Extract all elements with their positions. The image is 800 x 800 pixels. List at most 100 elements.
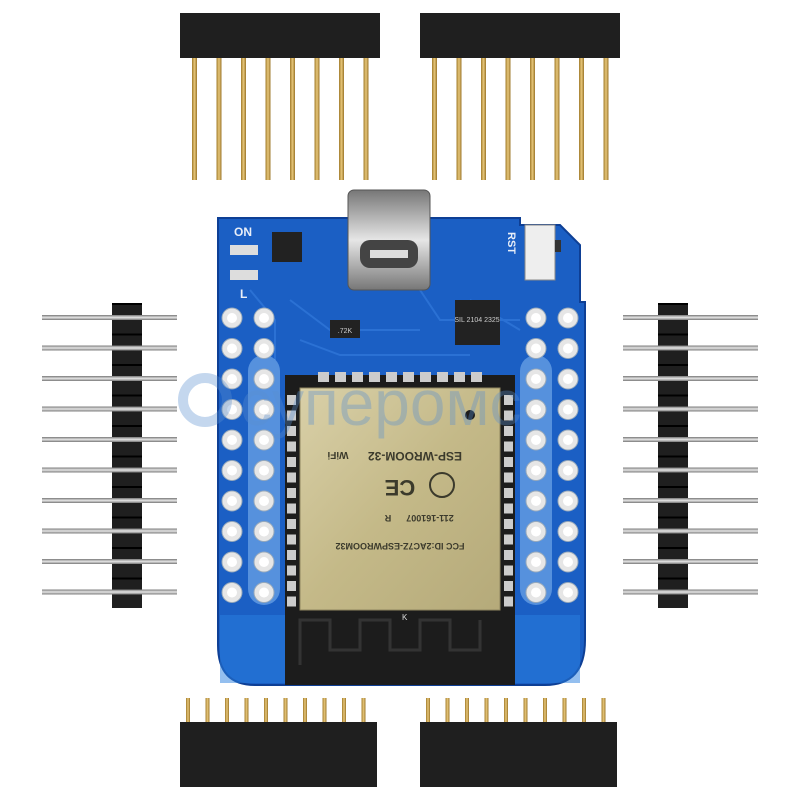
module-pin	[287, 503, 296, 514]
module-pin	[504, 581, 513, 591]
module-pin	[287, 519, 296, 529]
module-pin	[287, 488, 296, 498]
pin-hole	[563, 343, 573, 354]
header-pin	[582, 698, 586, 722]
pin-hole	[259, 465, 269, 476]
module-pin	[504, 596, 513, 607]
module-pin	[504, 534, 513, 545]
header-pin	[579, 58, 584, 180]
header-pin	[42, 315, 177, 320]
pin-hole	[563, 374, 573, 384]
pin-hole	[563, 526, 573, 537]
header-pin	[241, 58, 246, 180]
pin-hole	[563, 587, 573, 598]
header-pin	[244, 698, 249, 722]
fcc-id: FCC ID:2AC7Z-ESPWROOM32	[335, 541, 464, 551]
pin-hole	[531, 343, 541, 354]
reset-button	[524, 224, 561, 281]
module-pin	[287, 550, 296, 560]
module-pin	[504, 488, 513, 498]
module-pin	[287, 395, 296, 405]
header-pin	[484, 698, 489, 722]
module-pin	[504, 426, 513, 436]
header-pin	[42, 406, 177, 412]
header-pin	[623, 437, 758, 442]
header-pin	[216, 58, 222, 180]
header-pin	[264, 698, 268, 722]
pin-hole	[259, 526, 269, 537]
header-pin	[623, 559, 758, 564]
module-pin	[287, 581, 296, 591]
led-label: L	[240, 287, 247, 301]
header-pin	[322, 698, 327, 722]
header-pin	[225, 698, 229, 722]
user-led	[230, 270, 258, 280]
header-pin	[554, 58, 560, 180]
header-pin	[623, 315, 758, 320]
header-pin	[42, 528, 177, 534]
pin-hole	[259, 343, 269, 354]
pin-hole	[227, 343, 237, 354]
header-pin	[623, 467, 758, 473]
header-pin	[205, 698, 210, 722]
header-pin	[445, 698, 450, 722]
header-pin	[42, 498, 177, 503]
usb-uart-chip	[455, 300, 500, 345]
module-pin	[504, 565, 513, 576]
module-pin	[287, 534, 296, 545]
pin-hole	[563, 404, 573, 415]
header-pin	[192, 58, 197, 180]
male-header-left	[42, 303, 177, 608]
pin-pads	[221, 307, 579, 603]
pin-hole	[227, 465, 237, 476]
pin-hole	[259, 557, 269, 567]
pin-hole	[531, 374, 541, 384]
header-pin	[314, 58, 320, 180]
pin-hole	[531, 404, 541, 415]
pin-hole	[531, 435, 541, 445]
pin-hole	[227, 587, 237, 598]
module-pin	[369, 372, 380, 382]
pin-hole	[259, 435, 269, 445]
header-pin	[523, 698, 528, 722]
rst-label: RST	[505, 232, 517, 254]
header-pin	[504, 698, 508, 722]
header-pin	[426, 698, 430, 722]
header-pin	[623, 528, 758, 534]
header-pin	[623, 589, 758, 595]
cert-number: 211-161007	[406, 513, 454, 523]
header-pin	[505, 58, 511, 180]
module-pin	[504, 503, 513, 514]
module-pin	[504, 410, 513, 421]
pin-hole	[531, 557, 541, 567]
header-pin	[465, 698, 469, 722]
pin-hole	[227, 435, 237, 445]
module-model: ESP-WROOM-32	[368, 449, 462, 463]
pin-hole	[563, 557, 573, 567]
header-pin	[186, 698, 190, 722]
pin-hole	[227, 557, 237, 567]
header-pin	[623, 345, 758, 351]
header-pin	[339, 58, 344, 180]
pin-hole	[531, 587, 541, 598]
module-pin	[287, 426, 296, 436]
module-pin	[504, 550, 513, 560]
pin-hole	[259, 313, 269, 323]
header-pin	[623, 406, 758, 412]
header-pin	[42, 467, 177, 473]
pin-hole	[259, 404, 269, 415]
module-pin	[403, 372, 414, 382]
small-chip	[330, 320, 360, 338]
esp-wroom-32-module: K FCC ID:2AC7Z-ESPWROOM32 211-161007 R C…	[285, 372, 515, 685]
pin-hole	[531, 526, 541, 537]
header-pin	[265, 58, 271, 180]
header-pin	[303, 698, 307, 722]
pin-hole	[227, 496, 237, 506]
power-led	[230, 245, 258, 255]
header-pin	[42, 589, 177, 595]
header-pin	[530, 58, 535, 180]
pin-hole	[259, 374, 269, 384]
header-pin	[42, 437, 177, 442]
pin-hole	[531, 465, 541, 476]
